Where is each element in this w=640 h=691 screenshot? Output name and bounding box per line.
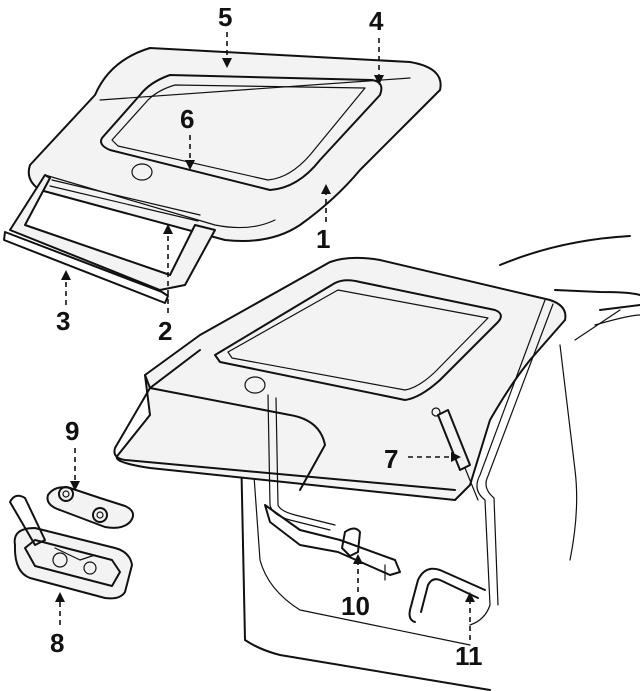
callout-8: 8 — [50, 628, 64, 658]
leader-lines — [55, 32, 475, 640]
latch-bracket — [264, 504, 401, 581]
liftgate-panel — [27, 47, 442, 242]
callout-10: 10 — [341, 591, 370, 621]
liftgate-window-opening — [100, 74, 383, 191]
hinge — [46, 486, 135, 529]
weatherstrip-2 — [49, 179, 201, 222]
callout-5: 5 — [218, 2, 232, 32]
gas-strut — [431, 407, 479, 501]
callout-11: 11 — [455, 641, 483, 671]
lower-liftgate-panel — [113, 256, 567, 501]
callout-3: 3 — [56, 306, 70, 336]
callout-1: 1 — [316, 224, 330, 254]
release-cable — [408, 567, 486, 623]
callout-2: 2 — [158, 316, 172, 346]
liftgate-lower-skirt — [3, 174, 216, 304]
callout-7: 7 — [384, 444, 398, 474]
latch-assembly — [9, 494, 133, 600]
callout-9: 9 — [65, 416, 79, 446]
lower-window-opening — [214, 279, 502, 401]
callout-4: 4 — [369, 6, 384, 36]
callout-6: 6 — [180, 104, 194, 134]
